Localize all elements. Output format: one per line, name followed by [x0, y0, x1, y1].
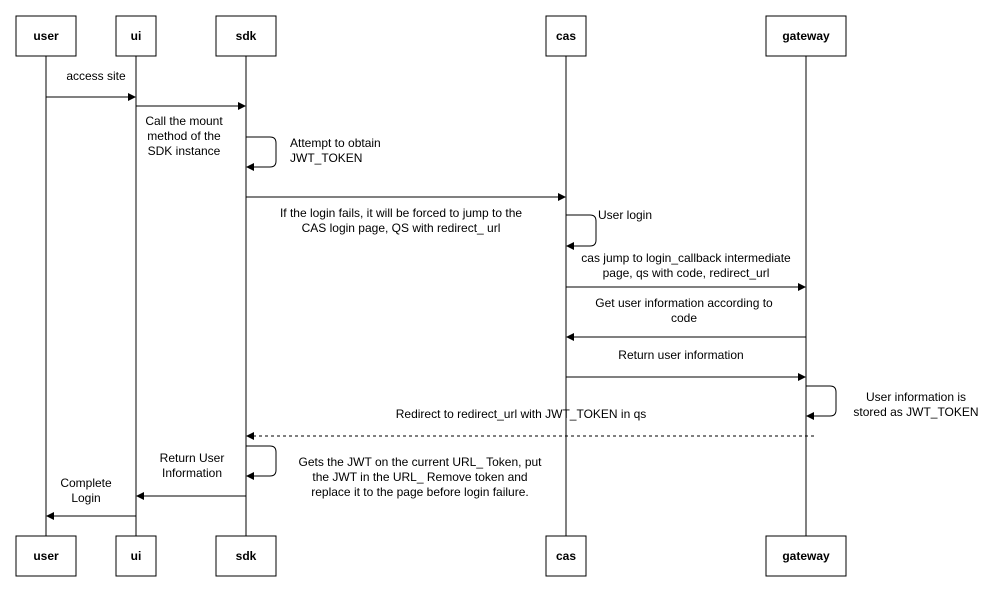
participant-label: gateway [782, 29, 830, 43]
message-label: access site [66, 69, 126, 83]
participant-cas-top: cas [545, 15, 587, 57]
participant-box [15, 535, 77, 577]
participant-box [215, 15, 277, 57]
participant-ui-top: ui [115, 15, 157, 57]
message-label: CAS login page, QS with redirect_ url [302, 221, 501, 235]
message-label: cas jump to login_callback intermediate [581, 251, 791, 265]
participant-box [765, 15, 847, 57]
participant-box [215, 535, 277, 577]
participant-gateway-bottom: gateway [765, 535, 847, 577]
message-1: access site [46, 69, 136, 101]
message-label: If the login fails, it will be forced to… [280, 206, 522, 220]
message-11: Gets the JWT on the current URL_ Token, … [246, 445, 542, 499]
message-label: code [671, 311, 697, 325]
message-label: method of the [147, 129, 221, 143]
message-label: Return user information [618, 348, 743, 362]
participant-box [115, 535, 157, 577]
message-label: User login [598, 208, 652, 222]
participant-box [545, 15, 587, 57]
message-label: Attempt to obtain [290, 136, 381, 150]
participant-label: user [33, 549, 59, 563]
participant-gateway-top: gateway [765, 15, 847, 57]
participant-sdk-bottom: sdk [215, 535, 277, 577]
message-label: Gets the JWT on the current URL_ Token, … [298, 455, 542, 469]
message-label: Return User [160, 451, 225, 465]
message-10: Redirect to redirect_url with JWT_TOKEN … [246, 407, 814, 440]
participant-ui-bottom: ui [115, 535, 157, 577]
participant-label: sdk [236, 29, 257, 43]
participant-label: user [33, 29, 59, 43]
message-8: Return user information [566, 348, 806, 381]
message-label: Login [71, 491, 100, 505]
participant-label: sdk [236, 549, 257, 563]
message-label: Redirect to redirect_url with JWT_TOKEN … [396, 407, 647, 421]
participant-user-top: user [15, 15, 77, 57]
participant-cas-bottom: cas [545, 535, 587, 577]
message-label: replace it to the page before login fail… [311, 485, 528, 499]
participant-user-bottom: user [15, 535, 77, 577]
message-label: JWT_TOKEN [290, 151, 362, 165]
participant-box [115, 15, 157, 57]
message-label: stored as JWT_TOKEN [853, 405, 978, 419]
participant-label: cas [556, 549, 576, 563]
self-message-arrow [566, 214, 597, 250]
message-label: page, qs with code, redirect_url [603, 266, 770, 280]
message-label: the JWT in the URL_ Remove token and [312, 470, 527, 484]
participant-box [545, 535, 587, 577]
message-label: Information [162, 466, 222, 480]
participant-label: ui [131, 549, 142, 563]
self-message-arrow [246, 445, 277, 480]
message-label: SDK instance [148, 144, 221, 158]
message-4: If the login fails, it will be forced to… [246, 193, 566, 235]
message-label: Get user information according to [595, 296, 773, 310]
message-5: User login [566, 208, 652, 250]
message-label: Call the mount [145, 114, 223, 128]
self-message-arrow [246, 136, 277, 171]
message-label: Complete [60, 476, 112, 490]
message-6: cas jump to login_callback intermediatep… [566, 251, 806, 291]
participant-label: gateway [782, 549, 830, 563]
participant-sdk-top: sdk [215, 15, 277, 57]
participant-label: ui [131, 29, 142, 43]
self-message-arrow [806, 385, 837, 420]
message-label: User information is [866, 390, 966, 404]
participant-label: cas [556, 29, 576, 43]
participant-box [15, 15, 77, 57]
participant-box [765, 535, 847, 577]
